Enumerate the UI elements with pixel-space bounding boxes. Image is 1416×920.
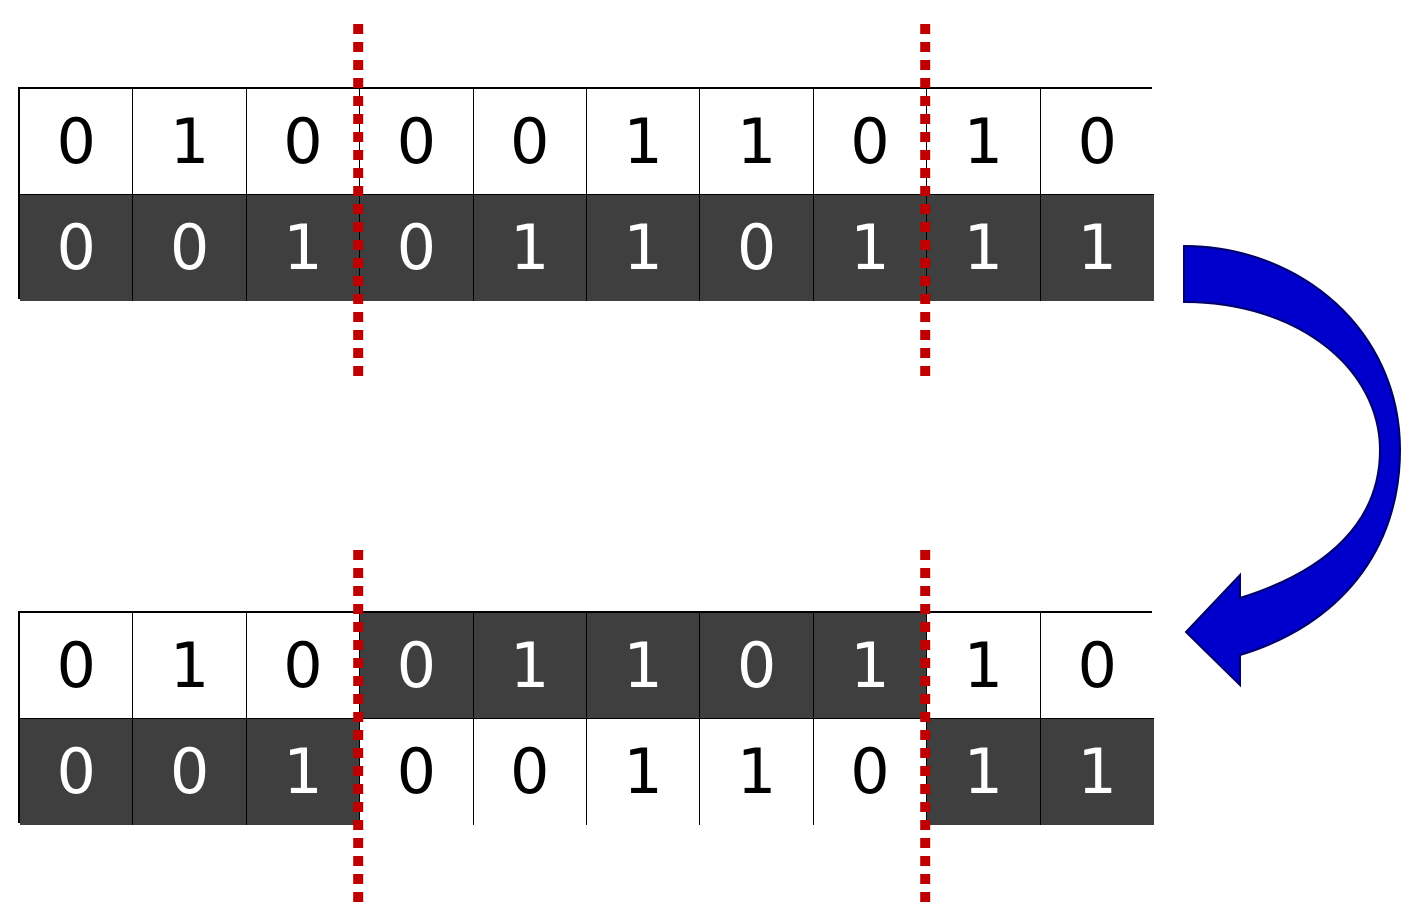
- before-row1-bit-8: 1: [927, 89, 1041, 195]
- before-row2-bit-6: 0: [700, 195, 814, 301]
- after-row1-bit-6: 0: [700, 613, 814, 719]
- after-row2-bit-6: 1: [700, 719, 814, 825]
- before-row1-bit-0: 0: [20, 89, 134, 195]
- before-row1-bit-4: 0: [473, 89, 587, 195]
- before-row1-bit-5: 1: [586, 89, 701, 195]
- before-row1-bit-1: 1: [133, 89, 247, 195]
- before-row2-bit-5: 1: [586, 195, 701, 301]
- before-row2-bit-4: 1: [473, 195, 587, 301]
- before-row1-bit-2: 0: [246, 89, 361, 195]
- before-row2-bit-9: 1: [1040, 195, 1154, 301]
- before-row2-bit-1: 0: [133, 195, 247, 301]
- after-row1-bit-1: 1: [133, 613, 247, 719]
- after-row1-bit-3: 0: [360, 613, 474, 719]
- before-row1-bit-9: 0: [1040, 89, 1154, 195]
- after-row2-bit-2: 1: [246, 719, 361, 825]
- after-row2-bit-4: 0: [473, 719, 587, 825]
- before-row1-bit-7: 0: [813, 89, 928, 195]
- after-row2-bit-0: 0: [20, 719, 134, 825]
- before-row2-bit-8: 1: [927, 195, 1041, 301]
- after-row1-bit-2: 0: [246, 613, 361, 719]
- before-row1-bit-6: 1: [700, 89, 814, 195]
- after-row1-bit-9: 0: [1040, 613, 1154, 719]
- after-row2-bit-8: 1: [927, 719, 1041, 825]
- after-row1-bit-4: 1: [473, 613, 587, 719]
- after-row2-bit-9: 1: [1040, 719, 1154, 825]
- after-row2-bit-7: 0: [813, 719, 928, 825]
- before-row2-bit-2: 1: [246, 195, 361, 301]
- after-row1-bit-7: 1: [813, 613, 928, 719]
- curved-arrow-down-left-icon: [1183, 244, 1402, 688]
- after-row2-bit-3: 0: [360, 719, 474, 825]
- after-row2-bit-5: 1: [586, 719, 701, 825]
- after-row1-bit-5: 1: [586, 613, 701, 719]
- before-row2-bit-7: 1: [813, 195, 928, 301]
- before-row2-bit-0: 0: [20, 195, 134, 301]
- after-row1-bit-8: 1: [927, 613, 1041, 719]
- before-row2-bit-3: 0: [360, 195, 474, 301]
- after-row1-bit-0: 0: [20, 613, 134, 719]
- after-row2-bit-1: 0: [133, 719, 247, 825]
- crossover-cut-lines: [353, 24, 931, 910]
- before-row1-bit-3: 0: [360, 89, 474, 195]
